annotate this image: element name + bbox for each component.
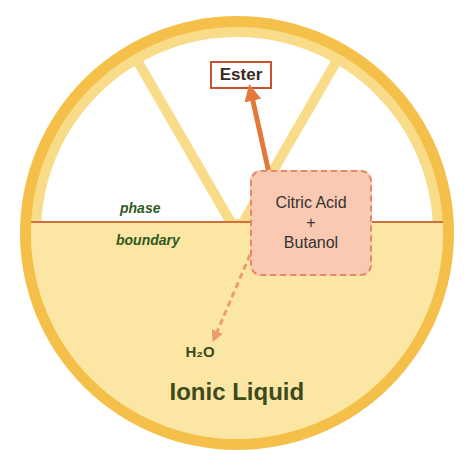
node-text: H₂O <box>185 343 214 360</box>
product-box: Ester <box>210 61 272 89</box>
lemon-segment-walls <box>39 62 435 233</box>
node-text: Citric Acid <box>275 193 346 213</box>
water-transfer-arrow <box>214 255 250 339</box>
reactant-box: Citric Acid+Butanol <box>250 170 372 276</box>
node-text: Butanol <box>284 233 338 253</box>
node-text: Ester <box>220 65 263 85</box>
ionic-liquid-phase <box>0 222 474 454</box>
reaction-arrow <box>250 89 268 170</box>
node-text: + <box>306 213 315 233</box>
phase-label: boundary <box>116 232 180 248</box>
phase-label: phase <box>120 200 160 216</box>
phase-boundary-line <box>31 221 443 223</box>
byproduct-label: H₂O <box>180 339 220 363</box>
phase-name: Ionic Liquid <box>170 378 305 406</box>
